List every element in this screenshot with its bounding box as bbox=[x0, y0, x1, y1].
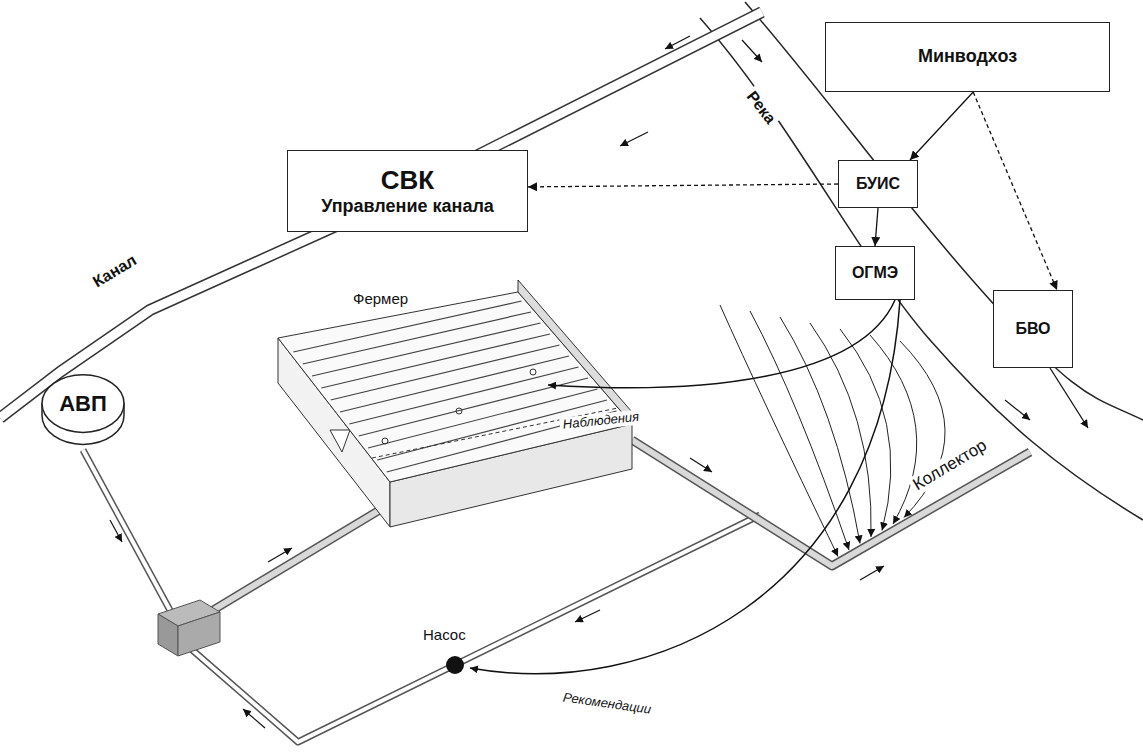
node-text: Минводхоз bbox=[918, 46, 1017, 68]
field-gate bbox=[330, 430, 350, 452]
ditch bbox=[200, 505, 388, 618]
furrow bbox=[303, 312, 531, 364]
diagram-label: Фермер bbox=[350, 290, 411, 307]
feeder bbox=[83, 450, 172, 614]
furrow bbox=[293, 301, 521, 352]
node-text: БУИС bbox=[856, 174, 900, 193]
well-symbol bbox=[530, 369, 536, 375]
node-text: БВО bbox=[1015, 319, 1050, 338]
solid-arrow bbox=[875, 208, 878, 246]
dashed-arrow bbox=[973, 92, 1057, 290]
river-bank bbox=[700, 18, 1143, 520]
org-box: БУИС bbox=[838, 160, 918, 208]
return-line bbox=[190, 515, 760, 742]
station-disc: АВП bbox=[40, 370, 126, 450]
furrow bbox=[312, 323, 541, 376]
well-symbol bbox=[382, 438, 388, 444]
solid-arrow bbox=[910, 92, 973, 160]
feeder bbox=[83, 450, 172, 614]
node-text: ОГМЭ bbox=[852, 263, 898, 282]
recommendation-curve bbox=[470, 300, 900, 674]
node-text: СВК bbox=[381, 165, 434, 196]
ditch bbox=[200, 505, 388, 618]
flow-arrow bbox=[742, 40, 762, 62]
distribution-box bbox=[158, 614, 178, 656]
flow-arrow bbox=[268, 548, 292, 562]
flow-arrow bbox=[575, 610, 600, 622]
diagram-label: Канал bbox=[87, 250, 142, 293]
flow-arrow bbox=[1005, 400, 1030, 420]
furrow bbox=[331, 345, 560, 400]
furrow bbox=[349, 367, 578, 424]
flow-arrow bbox=[110, 520, 122, 542]
flow-arrow bbox=[690, 458, 712, 472]
flow-arrow bbox=[620, 132, 648, 146]
diagram-label: Река bbox=[741, 86, 781, 130]
org-box: БВО bbox=[993, 290, 1073, 368]
diagram-label: Коллектор bbox=[907, 434, 993, 496]
field-back-wall bbox=[518, 280, 632, 424]
diagram-label: Насос bbox=[420, 626, 469, 643]
furrow bbox=[321, 334, 550, 388]
flow-arrow bbox=[860, 566, 884, 580]
disc-top bbox=[42, 375, 124, 433]
node-text: АВП bbox=[59, 391, 107, 417]
flow-arrow bbox=[243, 709, 265, 728]
observation-curve bbox=[548, 300, 895, 388]
furrow bbox=[340, 356, 569, 412]
org-box: СВКУправление канала bbox=[287, 150, 528, 232]
diagram-label: Рекомендации bbox=[559, 690, 655, 718]
river-bank bbox=[745, 2, 1143, 420]
flow-arrow bbox=[665, 36, 690, 49]
flow-curve bbox=[870, 335, 917, 524]
well-symbol bbox=[456, 408, 462, 414]
flow-curve bbox=[780, 317, 860, 543]
org-box: ОГМЭ bbox=[835, 246, 915, 300]
distribution-box bbox=[178, 612, 220, 656]
node-text: Управление канала bbox=[321, 196, 494, 218]
return-line bbox=[190, 515, 760, 742]
flow-curve bbox=[720, 305, 838, 556]
flow-curve bbox=[840, 329, 891, 530]
discharge-arrow bbox=[1050, 368, 1088, 428]
dashed-arrow bbox=[528, 184, 838, 187]
pump-symbol bbox=[446, 656, 464, 674]
org-box: Минводхоз bbox=[825, 22, 1110, 92]
